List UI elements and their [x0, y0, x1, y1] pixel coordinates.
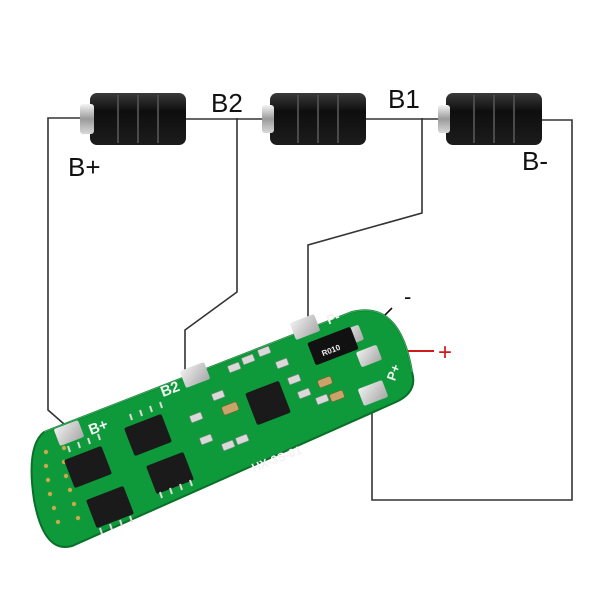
battery-cell-3	[438, 93, 542, 145]
silk-p-minus: P-	[324, 309, 342, 328]
pcb-board: R010 B+ B2 P- P+ HX-3S-01	[30, 309, 415, 549]
edge-holes	[43, 445, 81, 525]
label-p-minus: -	[404, 284, 411, 309]
pad-p-mid	[356, 345, 382, 367]
pad-b-plus	[54, 420, 84, 446]
pad-p-plus	[358, 380, 388, 406]
battery-cell-1	[80, 93, 186, 145]
silk-b-plus: B+	[86, 416, 111, 439]
pad-b2	[180, 362, 210, 388]
label-b2: B2	[211, 88, 243, 118]
label-p-plus: +	[438, 339, 452, 366]
chip-pins	[67, 401, 193, 535]
shunt-resistor	[307, 327, 359, 365]
silk-b2: B2	[158, 378, 182, 401]
wire-b2	[184, 118, 238, 370]
label-b-plus: B+	[68, 152, 101, 182]
wire-b1	[307, 118, 423, 318]
capacitors	[221, 376, 345, 416]
pad-b1	[290, 314, 320, 340]
wire-b-minus	[371, 119, 573, 501]
label-b1: B1	[388, 84, 420, 114]
label-b-minus: B-	[522, 146, 548, 176]
battery-cell-2	[262, 93, 366, 145]
controller-ic	[245, 381, 291, 425]
mosfet-chips	[64, 414, 194, 528]
passive-components	[189, 346, 330, 451]
wire-b-plus	[47, 117, 90, 425]
wires	[47, 117, 573, 501]
silk-p-plus: P+	[384, 362, 404, 383]
